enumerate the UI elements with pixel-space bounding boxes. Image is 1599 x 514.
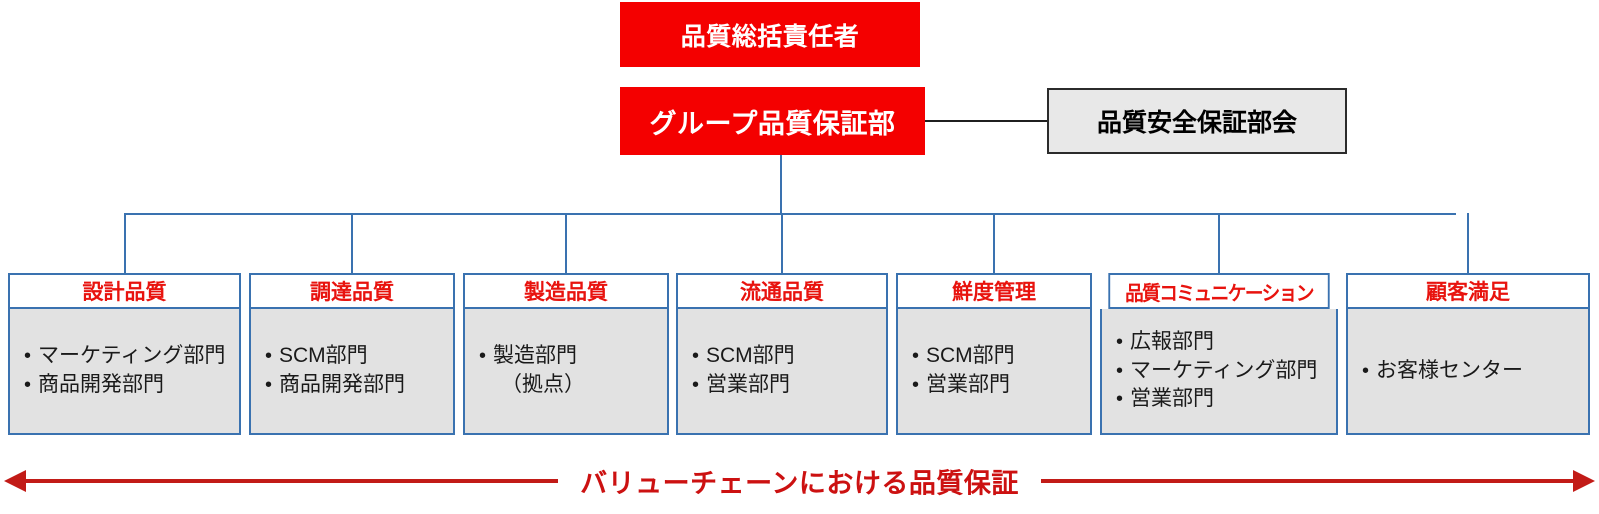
list-item-label: SCM部門 — [279, 344, 368, 368]
executive-label: 品質総括責任者 — [680, 22, 860, 51]
bullet-icon: • — [479, 345, 487, 368]
list-item-label: 営業部門 — [706, 373, 790, 396]
list-item-label: 商品開発部門 — [38, 373, 164, 396]
valuechain-label: バリューチェーンにおける品質保証 — [558, 461, 1041, 501]
list-item: • マーケティング部門 — [1116, 357, 1330, 386]
tree-bus-line — [125, 213, 1456, 215]
list-item: • お客様センター — [1362, 357, 1582, 386]
bullet-icon: • — [24, 345, 32, 368]
list-item-label: 営業部門 — [926, 373, 1010, 396]
bullet-icon: • — [265, 345, 273, 368]
committee-box[interactable]: 品質安全保証部会 — [1047, 88, 1347, 154]
list-item-label: 製造部門 — [493, 344, 577, 368]
bullet-icon: • — [1116, 388, 1124, 411]
list-item: • マーケティング部門 — [24, 342, 233, 371]
list-item: • 営業部門 — [1116, 385, 1330, 414]
category-card-2[interactable]: 調達品質 • SCM部門 • 商品開発部門 — [249, 273, 455, 435]
bullet-icon: • — [24, 374, 32, 396]
list-item-label: お客様センター — [1376, 358, 1523, 382]
list-item-label: マーケティング部門 — [38, 344, 226, 368]
list-item-label: SCM部門 — [706, 344, 795, 368]
tree-drop-line-7 — [1467, 213, 1469, 275]
bullet-icon: • — [1116, 330, 1124, 353]
category-header-1: 設計品質 — [8, 273, 241, 309]
arrow-right-shaft — [1027, 479, 1577, 483]
tree-drop-line-5 — [993, 213, 995, 275]
category-body-7: • お客様センター — [1346, 309, 1590, 435]
bullet-icon: • — [912, 374, 920, 396]
bullet-icon: • — [265, 374, 273, 396]
executive-box[interactable]: 品質総括責任者 — [620, 2, 920, 67]
bullet-icon: • — [692, 345, 700, 368]
arrow-right-head-icon — [1573, 470, 1595, 492]
list-item: • 広報部門 — [1116, 328, 1330, 357]
department-box[interactable]: グループ品質保証部 — [620, 87, 925, 155]
category-card-5[interactable]: 鮮度管理 • SCM部門 • 営業部門 — [896, 273, 1092, 435]
list-item-label: （拠点） — [501, 373, 585, 396]
category-header-3: 製造品質 — [463, 273, 669, 309]
tree-drop-line-1 — [123, 213, 126, 275]
category-card-1[interactable]: 設計品質 • マーケティング部門 • 商品開発部門 — [8, 273, 241, 435]
category-body-4: • SCM部門 • 営業部門 — [676, 309, 888, 435]
list-item: • 商品開発部門 — [24, 371, 233, 400]
committee-label: 品質安全保証部会 — [1096, 109, 1297, 137]
category-body-6: • 広報部門 • マーケティング部門 • 営業部門 — [1100, 309, 1338, 435]
tree-drop-line-4 — [781, 213, 783, 275]
bullet-icon: • — [1116, 359, 1124, 382]
category-body-5: • SCM部門 • 営業部門 — [896, 309, 1092, 435]
category-body-1: • マーケティング部門 • 商品開発部門 — [8, 309, 241, 435]
list-item-label: 営業部門 — [1130, 387, 1214, 411]
list-item: •（拠点） — [479, 371, 661, 400]
committee-connector-line — [925, 120, 1047, 122]
list-item: • SCM部門 — [912, 342, 1084, 371]
tree-drop-line-6 — [1218, 213, 1220, 275]
list-item-label: SCM部門 — [926, 344, 1015, 368]
category-header-4: 流通品質 — [676, 273, 888, 309]
tree-drop-line-3 — [565, 213, 567, 275]
list-item: • 営業部門 — [912, 371, 1084, 400]
list-item: • 営業部門 — [692, 371, 880, 400]
tree-drop-line-2 — [351, 213, 353, 275]
category-header-7: 顧客満足 — [1346, 273, 1590, 309]
category-card-3[interactable]: 製造品質 • 製造部門 •（拠点） — [463, 273, 669, 435]
arrow-left-head-icon — [4, 470, 26, 492]
category-body-3: • 製造部門 •（拠点） — [463, 309, 669, 435]
list-item-label: 広報部門 — [1130, 329, 1214, 353]
department-label: グループ品質保証部 — [649, 108, 896, 139]
category-card-4[interactable]: 流通品質 • SCM部門 • 営業部門 — [676, 273, 888, 435]
valuechain-arrow: バリューチェーンにおける品質保証 — [0, 452, 1599, 510]
bullet-icon: • — [1362, 359, 1370, 382]
arrow-left-shaft — [22, 479, 572, 483]
tree-stem-line — [780, 155, 782, 215]
list-item-label: マーケティング部門 — [1130, 358, 1318, 382]
category-header-2: 調達品質 — [249, 273, 455, 309]
list-item: • 商品開発部門 — [265, 371, 447, 400]
category-card-7[interactable]: 顧客満足 • お客様センター — [1346, 273, 1590, 435]
bullet-icon: • — [692, 374, 700, 396]
category-card-6[interactable]: 品質コミュニケーション • 広報部門 • マーケティング部門 • 営業部門 — [1100, 273, 1338, 435]
list-item: • 製造部門 — [479, 342, 661, 371]
category-body-2: • SCM部門 • 商品開発部門 — [249, 309, 455, 435]
bullet-icon: • — [912, 345, 920, 368]
category-header-5: 鮮度管理 — [896, 273, 1092, 309]
list-item-label: 商品開発部門 — [279, 373, 405, 396]
category-header-6: 品質コミュニケーション — [1108, 273, 1330, 309]
list-item: • SCM部門 — [692, 342, 880, 371]
list-item: • SCM部門 — [265, 342, 447, 371]
